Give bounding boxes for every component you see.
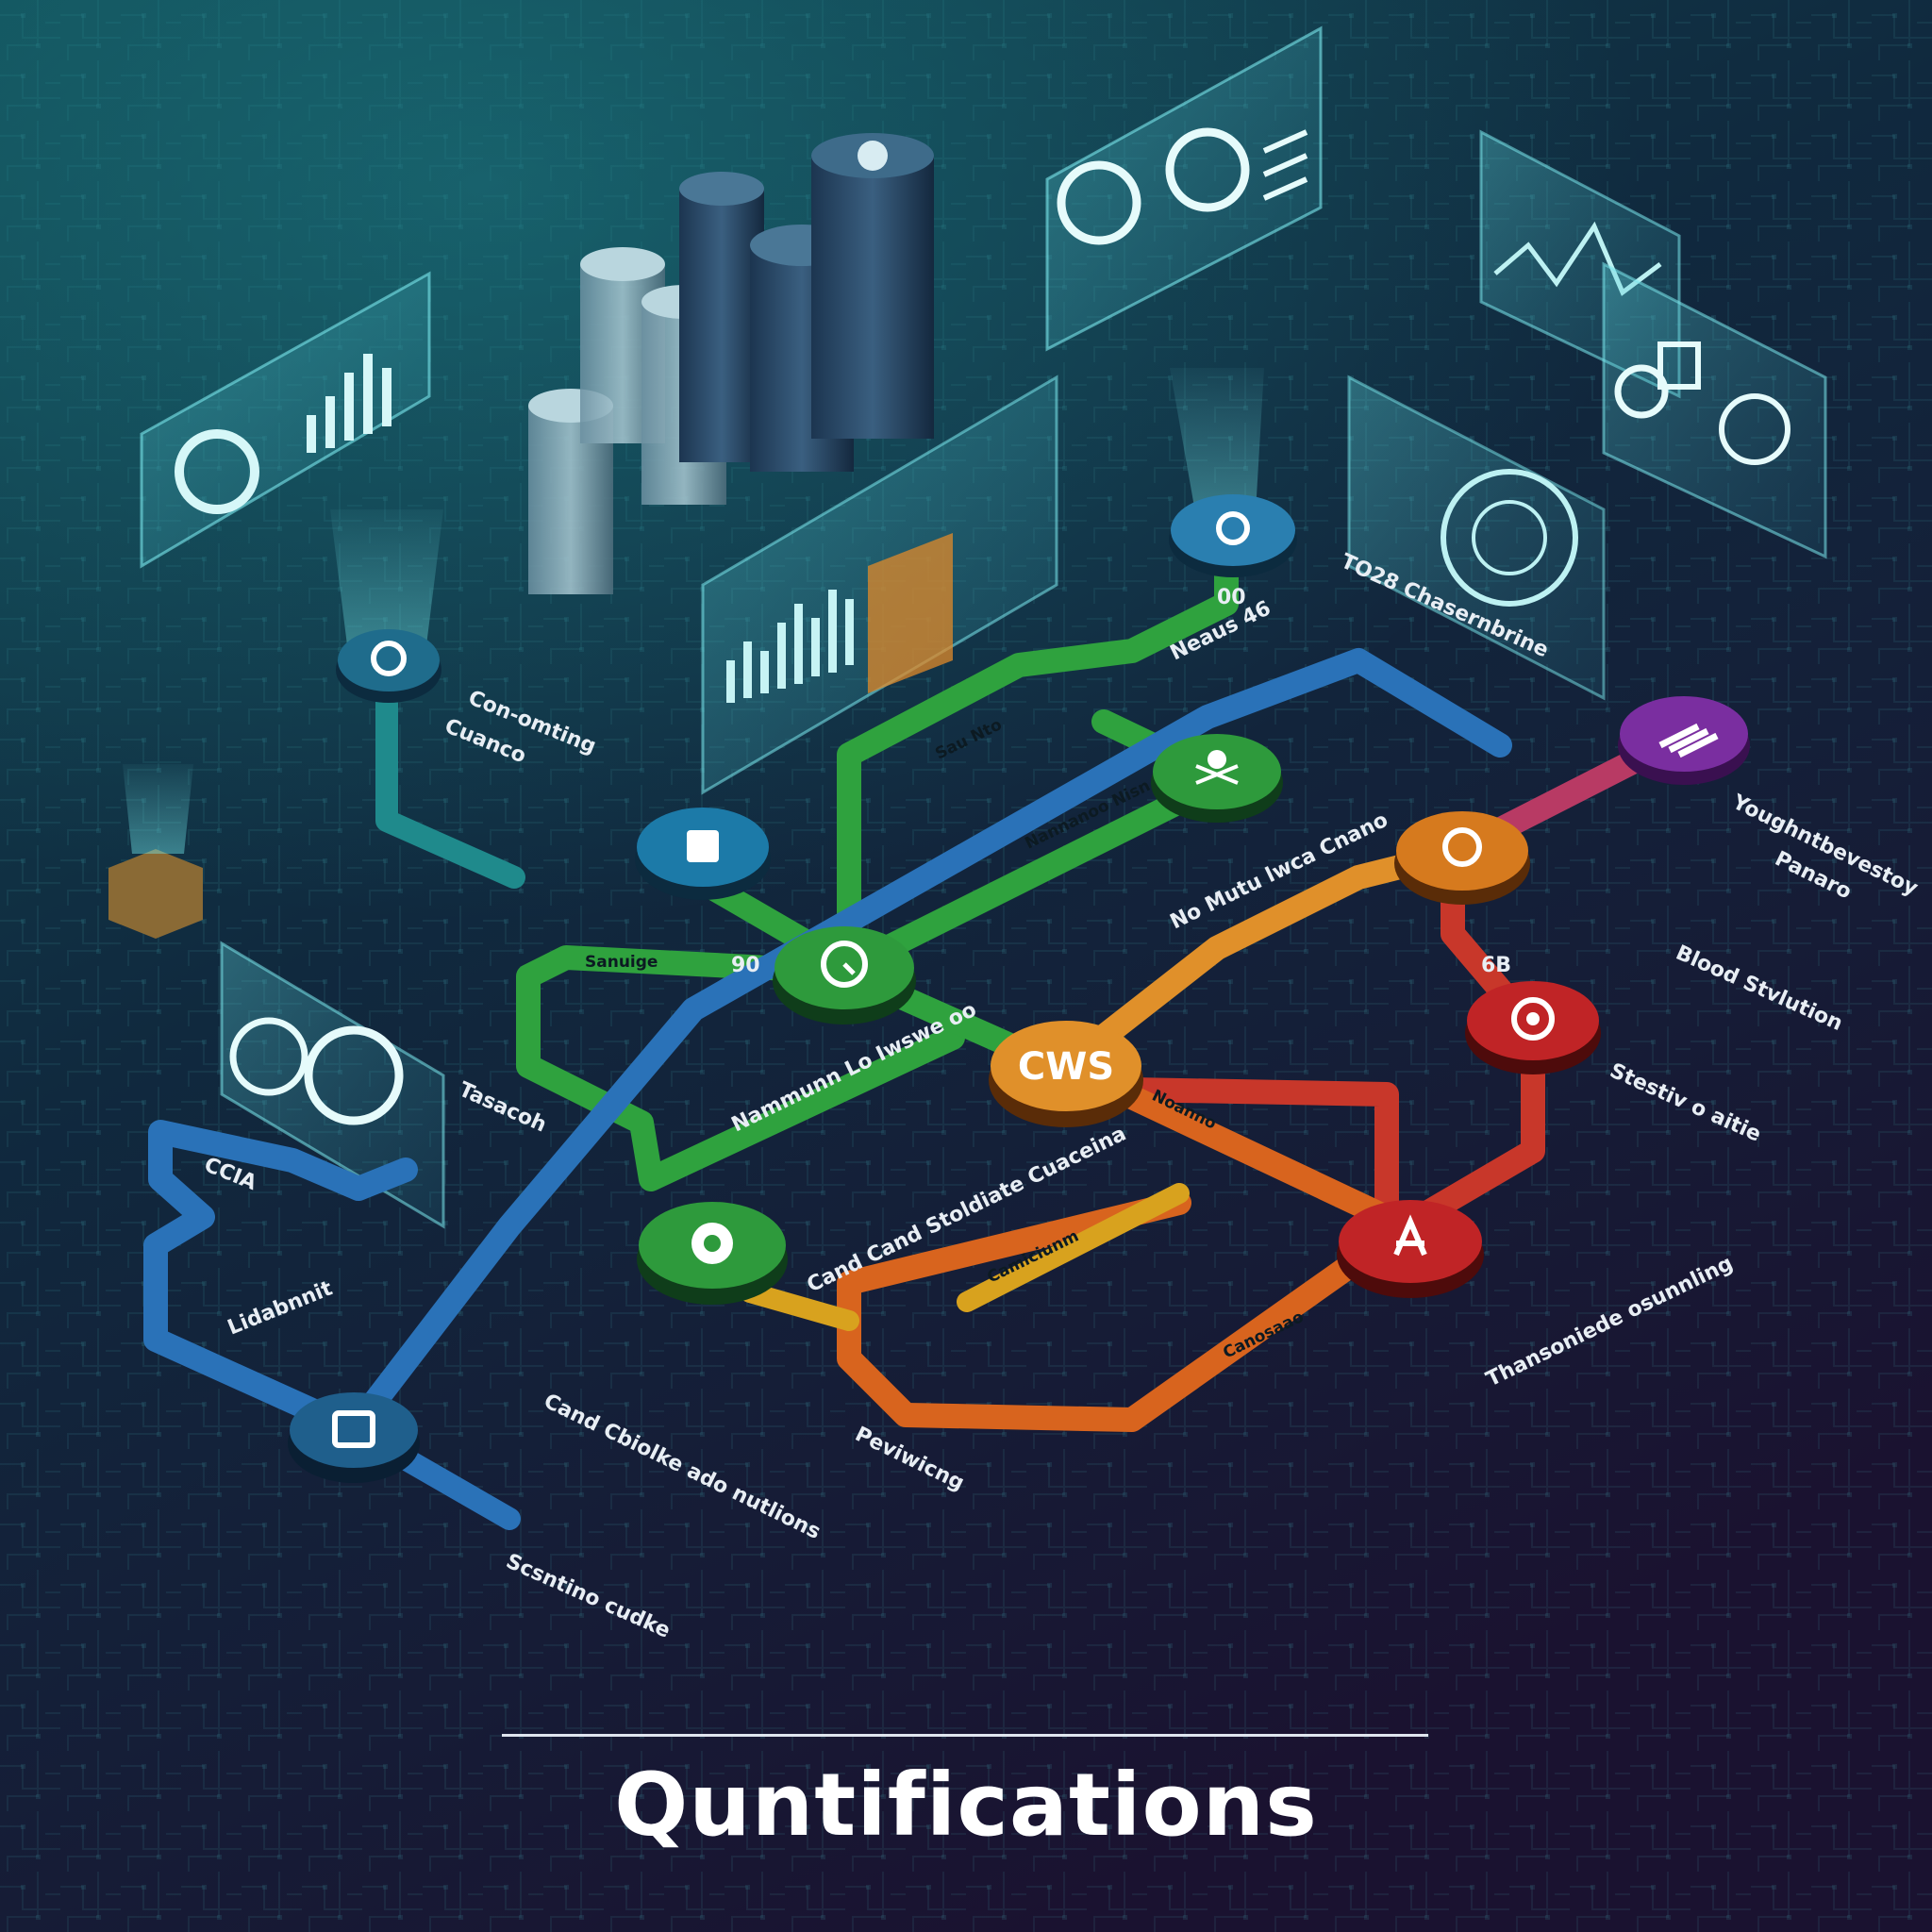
document-icon (1657, 341, 1701, 390)
hand-icon (1393, 1214, 1427, 1257)
profile-icon (1614, 364, 1669, 419)
target-icon (1511, 997, 1555, 1041)
hologram-panel-lower-left (220, 941, 445, 1229)
bars-icon (1658, 723, 1719, 758)
orange-right-node[interactable] (1394, 811, 1530, 905)
database-icon (858, 141, 888, 171)
text-lines-icon (1262, 129, 1308, 201)
teal-route (375, 691, 525, 889)
radar-icon (1441, 469, 1578, 607)
network-icon (1208, 750, 1226, 769)
chat-icon (1216, 511, 1250, 545)
green-mid-node[interactable] (773, 926, 916, 1024)
hologram-panel-radar (1347, 375, 1606, 701)
projector-beam-top (1170, 368, 1264, 528)
search-icon (371, 641, 407, 676)
eye-icon (1165, 127, 1250, 212)
hologram-panel-top (1045, 25, 1323, 352)
route-nodes: CWS (288, 494, 1750, 1483)
brain-icon (1719, 393, 1790, 465)
blue-route (341, 648, 1512, 1441)
hub-label: CWS (1018, 1045, 1114, 1089)
clock-icon (821, 941, 868, 988)
title-divider (502, 1734, 1428, 1737)
bar-chart-icon (307, 354, 391, 453)
cube-icon (687, 830, 719, 862)
hologram-panel-left (140, 271, 431, 569)
blue-lower-node[interactable] (288, 1392, 420, 1483)
hologram-panel-analytics (701, 375, 1058, 795)
projector-device (108, 764, 203, 939)
label-l23: 6B (1481, 954, 1511, 977)
blue-mid-node[interactable] (635, 808, 771, 900)
green-route-loop (516, 945, 965, 1191)
hologram-panel-top-right (1479, 129, 1827, 559)
storage-cluster (528, 133, 934, 594)
red-lower-node[interactable] (1337, 1200, 1484, 1298)
green-upper-node[interactable] (1151, 734, 1283, 823)
top-right-node[interactable] (1169, 494, 1297, 577)
frame-icon (332, 1410, 375, 1448)
disc-icon (304, 1025, 404, 1125)
label-l12: 90 (731, 954, 760, 977)
red-right-node[interactable] (1465, 981, 1601, 1074)
shield-badge-icon (868, 533, 953, 693)
camera-icon (175, 429, 259, 514)
group-icon (1057, 160, 1141, 245)
purple-node[interactable] (1618, 696, 1750, 785)
gauge-icon (229, 1017, 308, 1096)
histogram-icon (726, 590, 854, 703)
left-projector-node[interactable] (336, 629, 441, 703)
shield-icon (1442, 827, 1482, 867)
page-title: Quntifications (614, 1755, 1318, 1856)
projector-beam-left (330, 509, 443, 660)
hub-node[interactable]: CWS (989, 1021, 1143, 1127)
label-l03: 00 (1217, 586, 1246, 609)
label-l11: Sanuige (585, 953, 658, 972)
server-tower (811, 156, 934, 439)
green-lower-node[interactable] (637, 1202, 788, 1305)
